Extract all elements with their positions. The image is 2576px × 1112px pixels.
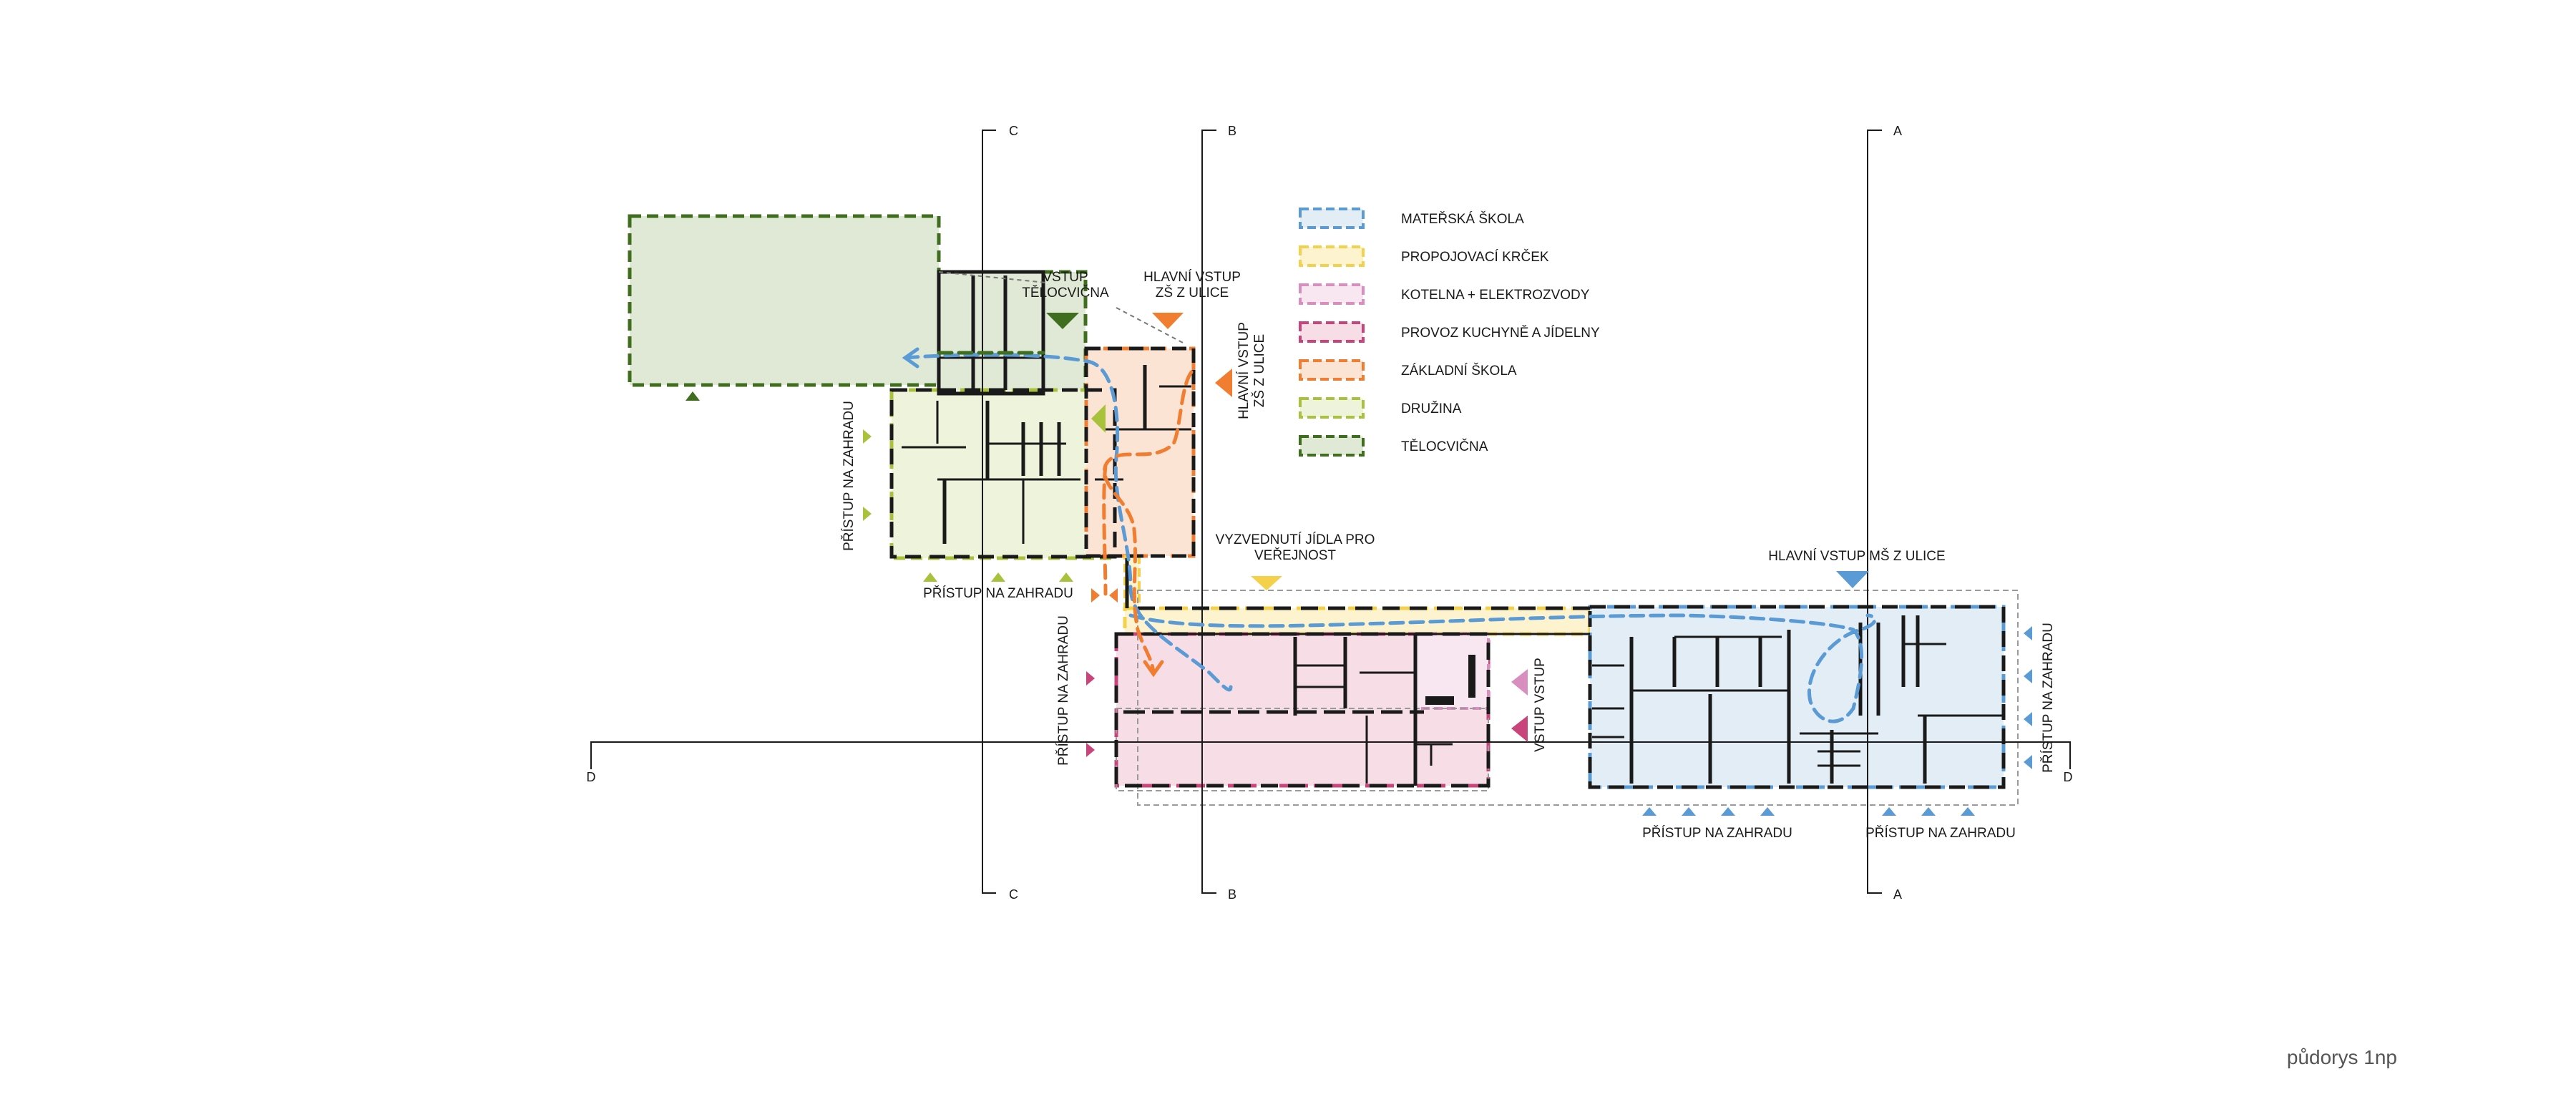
legend-label: MATEŘSKÁ ŠKOLA <box>1401 211 1524 227</box>
section-label-b-bottom: B <box>1228 887 1236 902</box>
label-pristup-ms-bottom-right: PŘÍSTUP NA ZAHRADU <box>1865 825 2016 841</box>
entrance-markers <box>686 313 2032 816</box>
section-label-b-top: B <box>1228 124 1236 138</box>
entrance-vyzvednuti-marker <box>1251 576 1282 590</box>
section-line-b <box>1201 130 1216 894</box>
section-label-d-right: D <box>2064 770 2073 784</box>
garden-arrows-ms-bottom <box>1642 807 1975 816</box>
label-hlavni-vstup-zs-side-1: HLAVNÍ VSTUP <box>1236 322 1252 419</box>
legend-swatch-kotelna <box>1299 283 1365 305</box>
entrance-telocvicna-marker <box>1046 313 1079 329</box>
path-arrow-orange-head <box>1143 660 1164 678</box>
path-materska-skola <box>903 353 1877 723</box>
zone-materska-skola <box>1588 605 2006 789</box>
legend-item: MATEŘSKÁ ŠKOLA <box>1299 208 1524 229</box>
label-pristup-druzina-bottom: PŘÍSTUP NA ZAHRADU <box>923 585 1073 601</box>
section-line-a <box>1867 130 1882 894</box>
entrance-druzina-marker <box>1091 404 1106 433</box>
zone-telocvicna-annex <box>937 270 1088 399</box>
section-label-a-bottom: A <box>1893 887 1902 902</box>
label-vstup-vstup: VSTUP VSTUP <box>1533 658 1548 752</box>
section-label-a-top: A <box>1893 124 1902 138</box>
label-vyzvednuti-1: VYZVEDNUTÍ JÍDLA PRO <box>1216 532 1375 547</box>
legend-item: TĚLOCVIČNA <box>1299 435 1488 457</box>
legend-item: DRUŽINA <box>1299 397 1462 419</box>
legend-label: ZÁKLADNÍ ŠKOLA <box>1401 363 1517 379</box>
legend-item: PROPOJOVACÍ KRČEK <box>1299 245 1549 267</box>
legend-label: TĚLOCVIČNA <box>1401 439 1488 454</box>
legend-label: KOTELNA + ELEKTROZVODY <box>1401 288 1590 303</box>
garden-arrows-ms-right <box>2024 626 2032 769</box>
legend-item: ZÁKLADNÍ ŠKOLA <box>1299 359 1517 381</box>
drawing-caption: půdorys 1np <box>2286 1046 2397 1068</box>
entrance-zs-side-marker <box>1215 369 1232 397</box>
section-label-d-left: D <box>587 770 596 784</box>
label-pristup-kuchyne-vertical: PŘÍSTUP NA ZAHRADU <box>1055 615 1071 766</box>
label-vstup-telocvicna-2: TĚLOCVIČNA <box>1022 285 1109 301</box>
path-zakladni-skola <box>1102 370 1194 675</box>
entrance-kuchyne-marker <box>1511 716 1528 742</box>
garden-arrows-zs <box>1091 588 1118 603</box>
garden-arrow-telocvicna <box>686 391 700 401</box>
zone-druzina <box>889 388 1117 560</box>
label-pristup-ms-right-vertical: PŘÍSTUP NA ZAHRADU <box>2040 623 2056 773</box>
section-labels: C C B B A A D D <box>587 124 2073 902</box>
legend-swatch-materska-skola <box>1299 208 1365 229</box>
entrance-ms-marker <box>1836 571 1869 588</box>
zone-propojovaci-krcek-corridor <box>1123 606 1592 636</box>
section-line-d <box>590 741 2071 769</box>
circulation-paths <box>902 347 1877 723</box>
label-hlavni-vstup-zs-top-2: ZŠ Z ULICE <box>1156 285 1229 301</box>
legend: MATEŘSKÁ ŠKOLA PROPOJOVACÍ KRČEK KOTELNA… <box>1299 208 1600 457</box>
path-arrow-blue-head <box>902 347 919 369</box>
label-pristup-ms-bottom-left: PŘÍSTUP NA ZAHRADU <box>1642 825 1792 841</box>
legend-swatch-druzina <box>1299 397 1365 419</box>
section-lines <box>590 130 2071 894</box>
section-line-c <box>982 130 996 894</box>
entrance-zs-top-marker <box>1152 313 1184 329</box>
label-vyzvednuti-2: VEŘEJNOST <box>1254 547 1336 563</box>
entrance-kotelna-marker <box>1511 669 1528 696</box>
legend-label: PROVOZ KUCHYNĚ A JÍDELNY <box>1401 325 1600 341</box>
legend-label: PROPOJOVACÍ KRČEK <box>1401 249 1549 265</box>
legend-swatch-kuchyne <box>1299 321 1365 343</box>
label-vstup-telocvicna-1: VSTUP <box>1043 270 1088 285</box>
label-hlavni-vstup-ms: HLAVNÍ VSTUP MŠ Z ULICE <box>1768 548 1945 564</box>
legend-swatch-zakladni-skola <box>1299 359 1365 381</box>
walls <box>889 270 2006 789</box>
section-label-c-bottom: C <box>1009 887 1018 902</box>
label-hlavni-vstup-zs-side-2: ZŠ Z ULICE <box>1252 334 1267 407</box>
label-hlavni-vstup-zs-top-1: HLAVNÍ VSTUP <box>1143 270 1241 285</box>
legend-item: KOTELNA + ELEKTROZVODY <box>1299 283 1590 305</box>
legend-swatch-telocvicna <box>1299 435 1365 457</box>
zone-zakladni-skola <box>1084 346 1196 558</box>
section-label-c-top: C <box>1009 124 1018 138</box>
zone-telocvicna <box>628 214 941 387</box>
garden-arrows-druzina <box>863 429 1073 582</box>
legend-item: PROVOZ KUCHYNĚ A JÍDELNY <box>1299 321 1600 343</box>
legend-label: DRUŽINA <box>1401 401 1462 416</box>
legend-swatch-propojovaci-krcek <box>1299 245 1365 267</box>
leader-lines <box>938 271 1185 344</box>
garden-arrows-kuchyne <box>1086 671 1095 757</box>
plan-labels: VSTUP TĚLOCVIČNA HLAVNÍ VSTUP ZŠ Z ULICE… <box>841 270 2056 841</box>
label-pristup-druzina-vertical: PŘÍSTUP NA ZAHRADU <box>841 401 857 551</box>
